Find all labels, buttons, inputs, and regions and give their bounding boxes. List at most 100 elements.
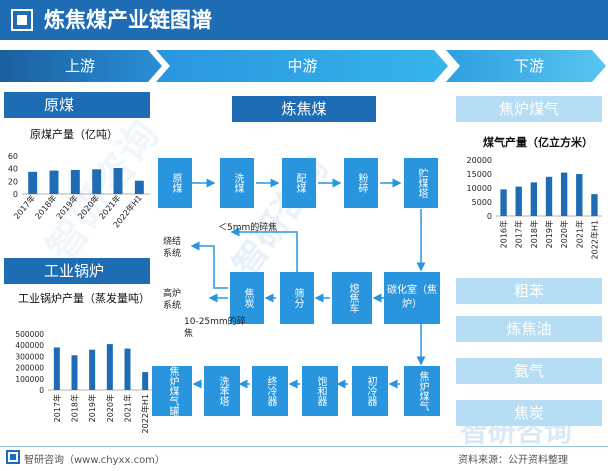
section-coking-coal-label: 炼焦煤 [281, 100, 327, 118]
bar [530, 182, 538, 216]
bar [28, 171, 38, 194]
y-tick-label: 400000 [15, 341, 44, 350]
process-gas-tank-label: 焦炉煤气罐 [167, 366, 178, 416]
process-wash-coal: 洗煤 [220, 158, 254, 208]
product-ammonia-label: 氨气 [513, 362, 544, 380]
bar [49, 170, 59, 194]
note-mid-coke: 10-25mm的碎焦 [184, 317, 246, 339]
process-wash-coal-label: 洗煤 [232, 173, 243, 193]
product-coke-label: 焦炭 [513, 404, 544, 422]
process-coke: 焦炭 [230, 272, 264, 324]
x-tick-label: 2018年 [529, 220, 539, 248]
chart-gas: 20000 15000 10000 5000 0 2016年 2017年 2018年 2019年… [467, 156, 602, 259]
x-tick-label: 2019年 [544, 220, 554, 248]
stage-midstream: 中游 [160, 50, 445, 82]
bar [124, 348, 131, 390]
process-blend-coal: 配煤 [282, 158, 316, 208]
bar [92, 169, 102, 194]
process-sieve: 筛分 [280, 272, 314, 324]
process-blend-coal-label: 配煤 [294, 173, 305, 193]
y-tick-label: 10000 [467, 184, 492, 193]
x-tick-label: 2019年 [87, 394, 97, 422]
section-boiler: 工业锅炉 [4, 258, 150, 284]
process-saturator: 饱和器 [302, 366, 338, 416]
x-tick-label: 2021年 [574, 220, 584, 248]
process-benzene-scrubber: 洗苯塔 [204, 366, 240, 416]
y-tick-label: 300000 [15, 352, 44, 361]
header-bar [0, 0, 608, 40]
x-tick-label: 2022年H1 [140, 394, 150, 433]
downstream-arrow [446, 50, 606, 82]
footer-brand: 智研咨询（www.chyxx.com） [24, 455, 165, 466]
bar [71, 355, 78, 390]
y-tick-label: 500000 [15, 330, 44, 339]
x-tick-label: 2017年 [52, 394, 62, 422]
bar [515, 186, 522, 216]
note-blast: 高炉系统 [163, 289, 182, 311]
y-tick-label: 200000 [15, 364, 44, 373]
bar [53, 347, 60, 390]
bar [591, 194, 598, 216]
x-tick-label: 2016年 [499, 220, 509, 248]
x-tick-label: 2021年 [123, 394, 133, 422]
process-crush-label: 粉碎 [356, 173, 367, 193]
y-tick-label: 5000 [472, 198, 492, 207]
section-raw-coal-label: 原煤 [44, 96, 75, 114]
chart-raw-coal-title: 原煤产量（亿吨） [30, 128, 118, 141]
footer-logo-icon [6, 450, 20, 464]
process-coal-silo: 贮煤塔 [404, 158, 438, 208]
product-crude-benzene-label: 粗苯 [513, 282, 544, 300]
y-tick-label: 20000 [467, 156, 492, 165]
process-coal-silo-label: 贮煤塔 [416, 168, 427, 198]
midstream-arrow [156, 50, 448, 82]
section-coking-coal: 炼焦煤 [232, 96, 376, 122]
y-tick-label: 20 [8, 177, 18, 186]
x-tick-label: 2017年 [514, 220, 524, 248]
x-tick-label: 2018年 [70, 394, 80, 422]
stage-upstream: 上游 [0, 50, 160, 82]
x-tick-label: 2020年 [559, 220, 569, 248]
stage-upstream-label: 上游 [64, 57, 95, 75]
section-boiler-label: 工业锅炉 [44, 262, 105, 280]
section-raw-coal: 原煤 [4, 92, 150, 118]
y-tick-label: 0 [487, 212, 492, 221]
note-sinter: 烧结系统 [163, 237, 182, 259]
section-coke-gas: 焦炉煤气 [456, 96, 602, 122]
y-tick-label: 15000 [467, 170, 492, 179]
process-final-cooler: 终冷器 [252, 366, 288, 416]
stage-midstream-label: 中游 [287, 57, 318, 75]
y-tick-label: 40 [8, 165, 18, 174]
process-carbonization-chamber-label: 碳化室（焦炉） [387, 285, 437, 310]
process-gas-tank: 焦炉煤气罐 [152, 366, 192, 416]
note-small-coke: ＜5mm的碎焦 [218, 223, 278, 233]
process-coke-label: 焦炭 [242, 288, 253, 308]
product-coal-tar-label: 炼焦油 [506, 320, 552, 338]
process-saturator-label: 饱和器 [315, 376, 326, 406]
page-title: 炼焦煤产业链图谱 [44, 8, 212, 32]
bar [500, 189, 507, 216]
footer-source: 资料来源：公开资料整理 [458, 455, 568, 466]
process-raw-coal: 原煤 [158, 158, 192, 208]
footer-divider [0, 446, 608, 447]
bar [70, 169, 80, 194]
section-coke-gas-label: 焦炉煤气 [498, 100, 559, 118]
y-tick-label: 0 [13, 190, 18, 199]
process-raw-coal-label: 原煤 [170, 173, 181, 193]
product-coke: 焦炭 [456, 400, 602, 426]
process-benzene-scrubber-label: 洗苯塔 [217, 376, 228, 406]
process-quench-car-label: 熄焦车 [347, 283, 358, 313]
process-coke-gas-label: 焦炉煤气 [417, 371, 428, 411]
product-coal-tar: 炼焦油 [456, 316, 602, 342]
header-logo-icon [11, 9, 33, 31]
y-tick-label: 60 [8, 152, 18, 161]
bar [106, 344, 113, 390]
bar [89, 349, 96, 390]
chart-boiler-title: 工业锅炉产量（蒸发量吨） [18, 292, 150, 305]
process-primary-cooler: 初冷器 [352, 366, 388, 416]
chart-gas-title: 煤气产量（亿立方米） [483, 136, 593, 149]
bar [113, 168, 123, 194]
process-sieve-label: 筛分 [292, 288, 303, 308]
product-ammonia: 氨气 [456, 358, 602, 384]
